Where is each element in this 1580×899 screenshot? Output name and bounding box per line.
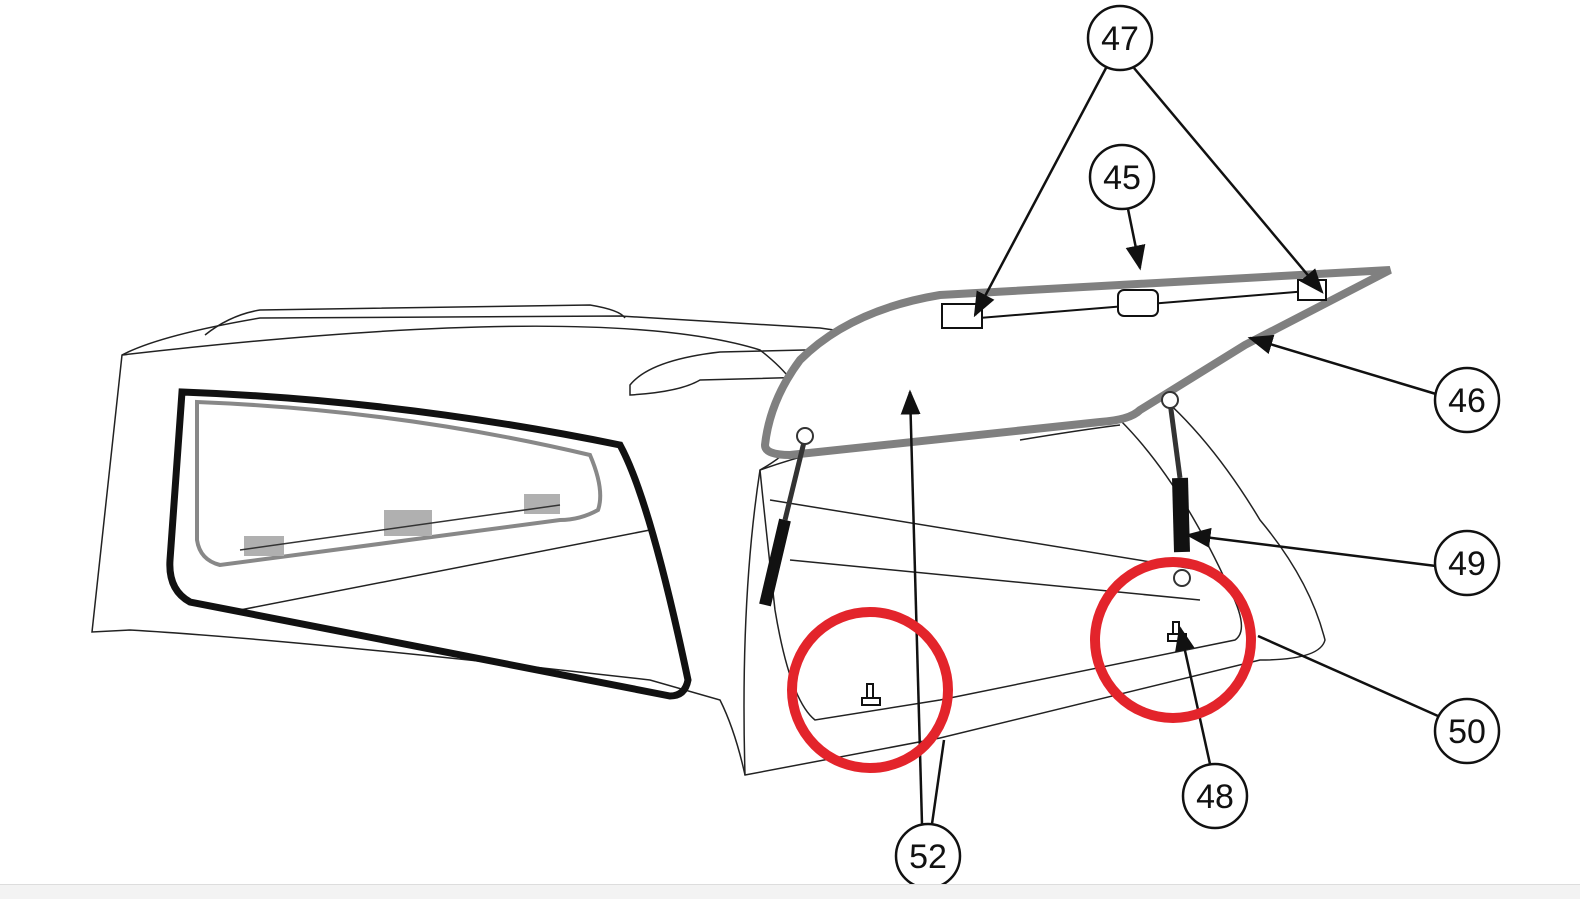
window-pad	[384, 510, 432, 536]
callout-label: 49	[1448, 545, 1486, 583]
callout-label: 52	[909, 838, 947, 876]
callout-label: 50	[1448, 713, 1486, 751]
callout-label: 45	[1103, 159, 1141, 197]
lock-handle	[1117, 289, 1159, 317]
callout-48: 48	[1181, 762, 1249, 830]
callout-46: 46	[1433, 366, 1501, 434]
window-pad	[524, 494, 560, 514]
highlight-circle-right	[1090, 557, 1256, 723]
bottom-edge	[0, 884, 1580, 899]
rear-door	[760, 266, 1392, 460]
callout-45: 45	[1088, 143, 1156, 211]
callout-47: 47	[1086, 4, 1154, 72]
hinge-left	[941, 303, 983, 329]
callout-52: 52	[894, 822, 962, 890]
side-window	[166, 388, 692, 700]
callout-49: 49	[1433, 529, 1501, 597]
callout-label: 47	[1101, 20, 1139, 58]
gas-struts	[759, 391, 1191, 607]
callout-label: 48	[1196, 778, 1234, 816]
latch-pins	[861, 621, 1187, 706]
callout-label: 46	[1448, 382, 1486, 420]
callout-50: 50	[1433, 697, 1501, 765]
highlight-circle-left	[787, 607, 953, 773]
